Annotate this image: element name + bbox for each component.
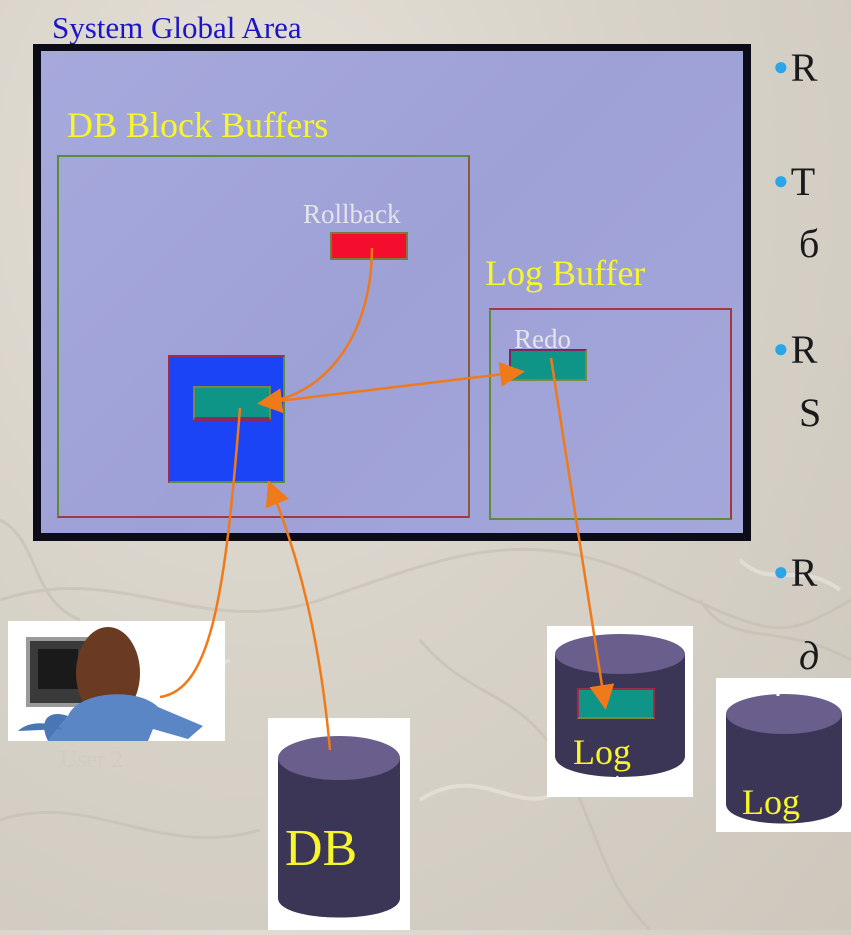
- redo-label: Redo: [514, 324, 571, 354]
- bullet-3-continuation: S: [799, 390, 822, 435]
- database-cylinder-icon: [278, 736, 400, 918]
- rollback-block: [330, 232, 408, 260]
- sga-inner-panel: [41, 51, 743, 533]
- arrow-user-to-buffer: [159, 407, 242, 699]
- bullet-dot-icon: ●: [773, 166, 789, 195]
- sga-box: [33, 44, 751, 541]
- user-caption: User 2: [60, 747, 124, 773]
- db-image-card: [268, 718, 410, 930]
- bullet-dot-icon: ●: [773, 557, 789, 586]
- log-file-cylinder-icon: [726, 680, 842, 824]
- bullet-dot-icon: ●: [773, 334, 789, 363]
- sga-title: System Global Area: [52, 10, 302, 45]
- db-block-buffers-label: DB Block Buffers: [67, 105, 329, 145]
- bullet-4: ●R: [773, 550, 818, 595]
- db-block-buffers-box: [57, 155, 470, 518]
- bullet-2-continuation: б: [799, 221, 820, 266]
- arrow-db-to-buffer: [265, 480, 332, 751]
- db-label: DB: [285, 820, 358, 877]
- arrow-redo-to-log: [549, 357, 615, 710]
- log-buffer-box: [489, 308, 732, 520]
- arrow-buffer-to-redo: [261, 361, 525, 405]
- bullet-2: ●T: [773, 159, 816, 204]
- log-2-label: Log: [742, 782, 800, 822]
- user-at-computer-icon: [18, 627, 203, 741]
- bullet-1: ●R: [773, 45, 818, 90]
- rollback-label: Rollback: [303, 199, 401, 229]
- bullet-dot-icon: ●: [773, 52, 789, 81]
- log-2-image-card: [716, 678, 851, 832]
- log-buffer-label: Log Buffer: [485, 253, 646, 293]
- bullet-4-continuation: д: [799, 633, 820, 678]
- log-1-label: Log: [573, 732, 631, 772]
- bullet-3: ●R: [773, 327, 818, 372]
- arrow-rollback-to-buffer: [257, 247, 374, 414]
